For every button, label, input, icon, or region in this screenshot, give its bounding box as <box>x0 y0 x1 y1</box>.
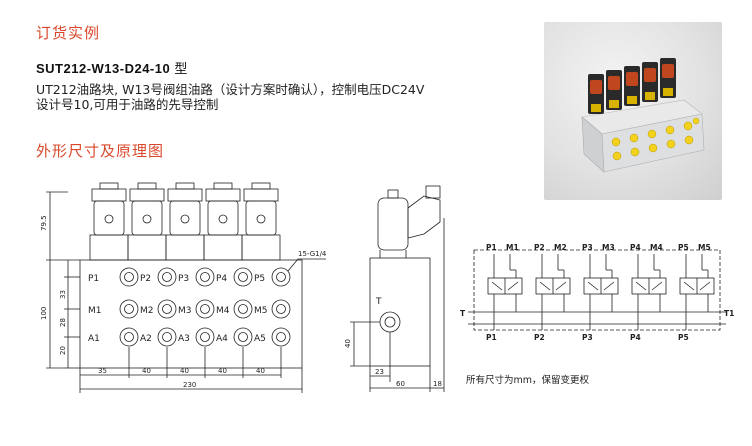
product-photo-illustration <box>581 58 705 173</box>
schematic-top-label-m1: M1 <box>506 243 519 252</box>
dim-left-33: 33 <box>59 290 67 299</box>
dim-total-width: 230 <box>183 381 196 389</box>
hydraulic-schematic: P1 M1 P2 M2 P3 M3 P4 M4 P5 M5 P1 P2 P3 P… <box>460 243 734 342</box>
schematic-top-label-p1: P1 <box>486 243 497 252</box>
port-label-m5: M5 <box>254 306 268 316</box>
schematic-top-label-p3: P3 <box>582 243 593 252</box>
model-suffix: 型 <box>174 62 188 77</box>
schematic-bottom-label-p2: P2 <box>534 333 545 342</box>
port-label-a4: A4 <box>216 334 228 344</box>
schematic-bottom-label-p3: P3 <box>582 333 593 342</box>
schematic-top-label-m5: M5 <box>698 243 711 252</box>
port-label-p4: P4 <box>216 274 227 284</box>
description-line-1: UT212油路块, W13号阀组油路（设计方案时确认），控制电压DC24V <box>36 82 425 97</box>
dim-total-height: 100 <box>40 307 48 320</box>
dim-height-top: 79.5 <box>40 215 48 231</box>
port-label-a5: A5 <box>254 334 266 344</box>
dim-bottom-40-b: 40 <box>180 367 189 375</box>
valve-stack <box>89 182 281 261</box>
heading-ordering-example: 订货实例 <box>36 24 101 42</box>
dim-bottom-40-a: 40 <box>142 367 151 375</box>
model-code: SUT212-W13-D24-10 型 <box>36 58 188 77</box>
port-label-p3: P3 <box>178 274 189 284</box>
port-label-m3: M3 <box>178 306 192 316</box>
schematic-right-label-t1: T1 <box>724 309 734 318</box>
footer-note: 所有尺寸为mm，保留变更权 <box>466 375 590 386</box>
port-label-a3: A3 <box>178 334 190 344</box>
description: UT212油路块, W13号阀组油路（设计方案时确认），控制电压DC24V 设计… <box>36 82 424 112</box>
port-label-m1: M1 <box>88 306 102 316</box>
port-label-p2: P2 <box>140 274 151 284</box>
side-dim-40: 40 <box>344 339 352 348</box>
schematic-bottom-label-p4: P4 <box>630 333 641 342</box>
schematic-top-label-p2: P2 <box>534 243 545 252</box>
heading-dimensions: 外形尺寸及原理图 <box>36 142 165 160</box>
port-label-a1: A1 <box>88 334 100 344</box>
dim-bottom-35: 35 <box>98 367 107 375</box>
side-view-drawing: T 40 23 60 18 <box>344 185 445 392</box>
schematic-top-label-m4: M4 <box>650 243 663 252</box>
schematic-bottom-label-p1: P1 <box>486 333 497 342</box>
dim-bottom-40-c: 40 <box>218 367 227 375</box>
dim-left-28: 28 <box>59 318 67 327</box>
port-label-p5: P5 <box>254 274 265 284</box>
side-dim-23: 23 <box>375 368 384 376</box>
schematic-left-label-t: T <box>460 309 466 318</box>
port-label-p1: P1 <box>88 274 99 284</box>
port-label-a2: A2 <box>140 334 152 344</box>
description-line-2: 设计号10,可用于油路的先导控制 <box>36 97 219 112</box>
schematic-valve-symbols <box>487 277 715 295</box>
product-photo <box>544 22 722 200</box>
port-circles <box>119 267 291 347</box>
dim-bottom-40-d: 40 <box>256 367 265 375</box>
side-dim-18: 18 <box>433 380 442 388</box>
schematic-top-label-p4: P4 <box>630 243 641 252</box>
side-port-label-t: T <box>375 297 382 307</box>
schematic-top-label-m3: M3 <box>602 243 615 252</box>
front-view-drawing: P1 P2 P3 P4 P5 M1 M2 M3 M4 M5 A1 A2 A3 A… <box>40 182 327 393</box>
port-label-m2: M2 <box>140 306 154 316</box>
thread-callout: 15-G1/4 <box>298 250 327 258</box>
port-label-m4: M4 <box>216 306 230 316</box>
dim-left-20: 20 <box>59 346 67 355</box>
schematic-bottom-label-p5: P5 <box>678 333 689 342</box>
model-code-text: SUT212-W13-D24-10 <box>36 61 171 76</box>
schematic-top-label-p5: P5 <box>678 243 689 252</box>
side-dim-60: 60 <box>396 380 405 388</box>
schematic-top-label-m2: M2 <box>554 243 567 252</box>
